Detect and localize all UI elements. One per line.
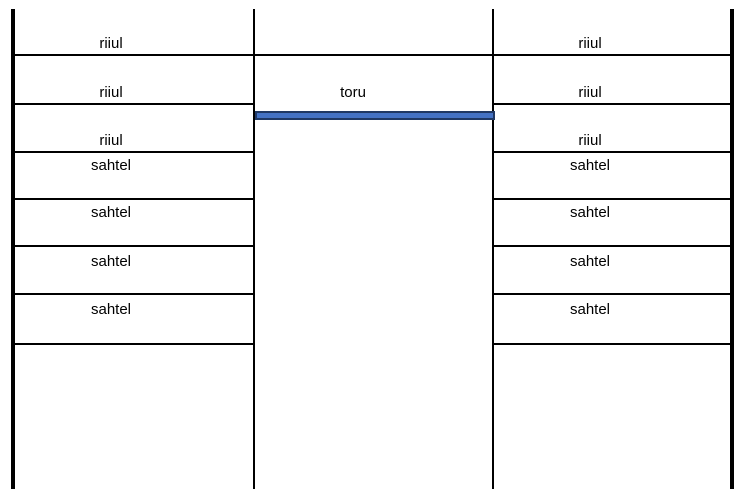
left-drawer-label: sahtel bbox=[90, 253, 132, 270]
left-drawer-label: sahtel bbox=[90, 204, 132, 221]
right-shelf-label: riiul bbox=[578, 132, 602, 149]
left-shelf-line-6 bbox=[13, 343, 255, 345]
right-shelf-line-6 bbox=[493, 343, 732, 345]
right-shelf-line-2 bbox=[493, 151, 732, 153]
left-shelf-line-3 bbox=[13, 198, 255, 200]
right-drawer-label: sahtel bbox=[569, 204, 611, 221]
right-shelf-label: riiul bbox=[578, 84, 602, 101]
top-shelf-line bbox=[13, 54, 732, 56]
right-drawer-label: sahtel bbox=[569, 253, 611, 270]
right-drawer-label: sahtel bbox=[569, 301, 611, 318]
left-shelf-label: riiul bbox=[99, 84, 123, 101]
left-shelf-label: riiul bbox=[99, 132, 123, 149]
left-drawer-label: sahtel bbox=[90, 301, 132, 318]
rail-label: toru bbox=[340, 84, 366, 101]
left-side-panel-line bbox=[11, 9, 15, 489]
left-shelf-label: riiul bbox=[99, 35, 123, 52]
right-divider-line bbox=[492, 9, 494, 489]
left-shelf-line-2 bbox=[13, 151, 255, 153]
right-drawer-label: sahtel bbox=[569, 157, 611, 174]
right-side-panel-line bbox=[730, 9, 734, 489]
left-drawer-label: sahtel bbox=[90, 157, 132, 174]
right-shelf-label: riiul bbox=[578, 35, 602, 52]
left-shelf-line-1 bbox=[13, 103, 255, 105]
right-shelf-line-5 bbox=[493, 293, 732, 295]
left-shelf-line-4 bbox=[13, 245, 255, 247]
right-shelf-line-1 bbox=[493, 103, 732, 105]
left-divider-line bbox=[253, 9, 255, 489]
right-shelf-line-4 bbox=[493, 245, 732, 247]
left-shelf-line-5 bbox=[13, 293, 255, 295]
clothes-rail-bar bbox=[255, 111, 495, 120]
right-shelf-line-3 bbox=[493, 198, 732, 200]
